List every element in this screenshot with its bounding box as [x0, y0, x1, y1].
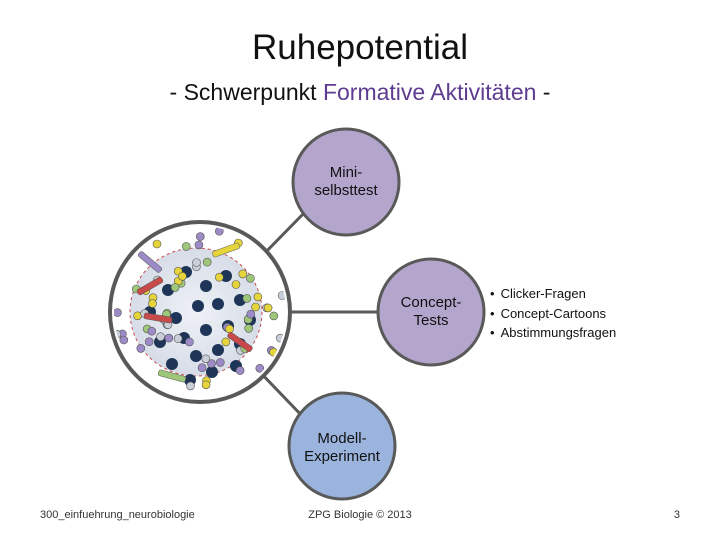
anion-icon — [200, 280, 212, 292]
cell-membrane-illustration — [108, 220, 292, 404]
ion-icon — [238, 269, 248, 279]
bullet-item: Clicker-Fragen — [490, 284, 616, 304]
ion-icon — [173, 334, 183, 343]
ion-icon — [231, 280, 241, 289]
ion-icon — [147, 326, 157, 336]
node-concept-tests — [376, 257, 486, 367]
channel-icon — [137, 251, 163, 273]
ion-icon — [148, 299, 157, 308]
ion-icon — [251, 302, 260, 312]
channel-icon — [157, 369, 187, 383]
subtitle-prefix: - Schwerpunkt — [169, 79, 323, 105]
node-label-concept: Concept- Tests — [381, 294, 481, 330]
ion-icon — [119, 335, 129, 345]
channel-icon — [136, 276, 164, 296]
slide-subtitle: - Schwerpunkt Formative Aktivitäten - — [0, 78, 720, 106]
ion-icon — [136, 344, 146, 353]
ion-icon — [170, 283, 180, 292]
ion-icon — [197, 363, 207, 373]
anion-icon — [200, 324, 212, 336]
ion-icon — [235, 366, 245, 375]
ion-icon — [244, 324, 253, 333]
footer-source: 300_einfuehrung_neurobiologie — [40, 509, 195, 521]
subtitle-accent: Formative Aktivitäten — [322, 79, 537, 105]
ion-icon — [246, 309, 256, 319]
node-mini-line1: Mini- — [329, 164, 363, 181]
ion-icon — [242, 294, 252, 303]
footer-copyright: ZPG Biologie © 2013 — [308, 509, 412, 521]
ion-icon — [215, 272, 224, 282]
ion-icon — [196, 232, 205, 241]
ion-icon — [255, 363, 265, 373]
node-mini-line2: selbsttest — [314, 182, 378, 199]
anion-icon — [190, 350, 202, 362]
channel-icon — [227, 332, 253, 352]
concept-test-bullet-list: Clicker-Fragen Concept-Cartoons Abstimmu… — [490, 284, 617, 343]
anion-icon — [192, 300, 204, 312]
node-label-modell: Modell- Experiment — [292, 430, 392, 466]
node-label-mini: Mini- selbsttest — [296, 164, 396, 200]
ion-icon — [185, 337, 194, 347]
node-modell-line2: Experiment — [304, 448, 380, 465]
ion-icon — [164, 333, 174, 343]
page-number: 3 — [673, 509, 680, 521]
ion-icon — [216, 358, 225, 367]
node-concept-line2: Tests — [413, 312, 449, 329]
ion-icon — [269, 311, 279, 321]
ion-icon — [181, 242, 191, 251]
ion-icon — [201, 380, 211, 390]
ion-icon — [152, 239, 162, 249]
subtitle-suffix: - — [536, 79, 551, 105]
ion-icon — [201, 354, 211, 364]
ion-icon — [263, 303, 273, 313]
anion-icon — [212, 344, 224, 356]
node-modell-line1: Modell- — [317, 430, 367, 447]
channel-icon — [212, 242, 240, 258]
ion-icon — [144, 337, 154, 347]
anion-icon — [166, 358, 178, 370]
slide-title: Ruhepotential — [252, 28, 468, 67]
anion-icon — [212, 298, 224, 310]
anion-icon — [206, 366, 218, 378]
node-modell-experiment — [287, 391, 397, 501]
ion-icon — [156, 332, 165, 342]
ion-icon — [114, 308, 122, 317]
anion-icon — [170, 312, 182, 324]
ion-icon — [186, 381, 195, 391]
ion-icon — [246, 273, 255, 283]
channel-icon — [143, 312, 173, 324]
ion-icon — [192, 258, 201, 267]
ion-icon — [194, 240, 204, 250]
ion-icon — [202, 257, 212, 267]
ion-icon — [221, 337, 231, 347]
bullet-item: Concept-Cartoons — [490, 304, 616, 324]
ion-icon — [253, 292, 263, 302]
ion-icon — [207, 359, 216, 368]
node-mini-selbsttest — [291, 127, 401, 237]
bullet-item: Abstimmungsfragen — [490, 323, 617, 343]
ion-icon — [178, 271, 187, 281]
ion-icon — [225, 324, 234, 334]
node-concept-line1: Concept- — [400, 294, 462, 311]
